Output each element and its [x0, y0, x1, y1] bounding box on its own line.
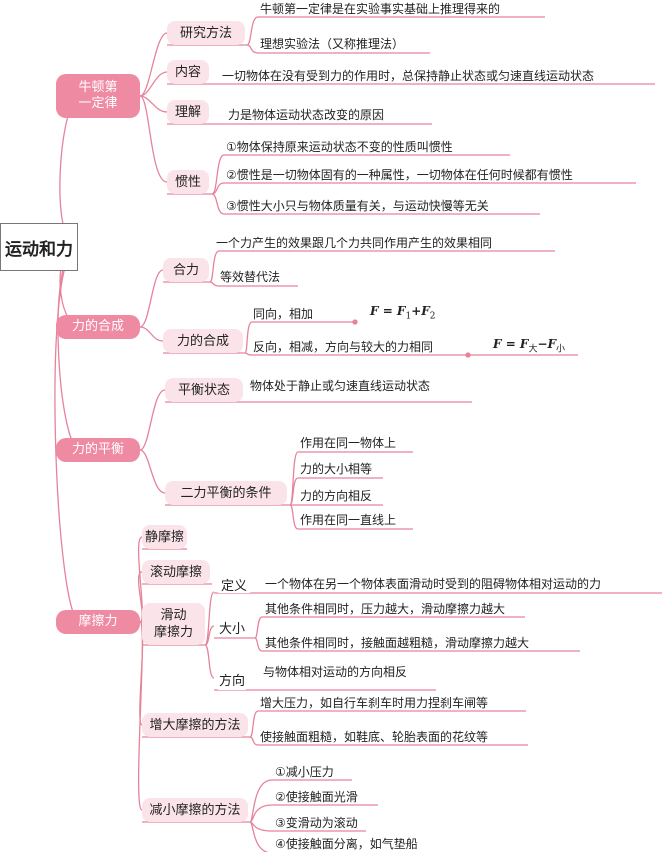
- node-research-method: 研究方法: [167, 21, 245, 45]
- root-topic: 运动和力: [0, 223, 78, 271]
- node-increase-friction: 增大摩擦的方法: [142, 713, 248, 737]
- formula-opp-sub1: 大: [528, 344, 538, 355]
- branch-force-composition: 力的合成: [56, 315, 140, 339]
- leaf-resultant-1: 一个力产生的效果跟几个力共同作用产生的效果相同: [216, 236, 493, 250]
- leaf-research-method-1: 牛顿第一定律是在实验事实基础上推理得来的: [260, 2, 501, 16]
- node-sliding-label-line2: 摩擦力: [153, 625, 193, 640]
- formula-same-sub2: 2: [429, 311, 436, 322]
- formula-opp-lhs: F = F: [493, 337, 529, 351]
- node-decrease-friction: 减小摩擦的方法: [142, 798, 248, 822]
- branch-force-balance: 力的平衡: [56, 438, 140, 462]
- leaf-sliding-direction: 与物体相对运动的方向相反: [263, 665, 408, 679]
- branch-newton-first-law: 牛顿第 一定律: [56, 74, 140, 118]
- node-sliding-label-line1: 滑动: [160, 608, 187, 623]
- leaf-decrease-4: ④使接触面分离，如气垫船: [275, 837, 418, 851]
- node-content: 内容: [167, 60, 209, 84]
- leaf-magnitude-1: 其他条件相同时，压力越大，滑动摩擦力越大: [265, 602, 506, 616]
- leaf-sliding-definition: 一个物体在另一个物体表面滑动时受到的阻碍物体相对运动的力: [265, 577, 602, 591]
- node-balance-state: 平衡状态: [165, 378, 243, 402]
- branch-newton-label-line1: 牛顿第: [78, 80, 118, 95]
- formula-same-mid: +F: [411, 304, 430, 318]
- leaf-resultant-2: 等效替代法: [220, 270, 281, 284]
- leaf-inertia-3: ③惯性大小只与物体质量有关，与运动快慢等无关: [226, 199, 489, 213]
- leaf-condition-4: 作用在同一直线上: [300, 513, 397, 527]
- node-balance-conditions: 二力平衡的条件: [165, 481, 287, 505]
- leaf-decrease-1: ①减小压力: [275, 765, 334, 779]
- leaf-understanding: 力是物体运动状态改变的原因: [228, 108, 385, 122]
- node-understanding: 理解: [167, 100, 209, 124]
- node-sliding-friction: 滑动 摩擦力: [142, 603, 205, 645]
- leaf-balance-state: 物体处于静止或匀速直线运动状态: [250, 379, 431, 393]
- node-rolling-friction: 滚动摩擦: [142, 560, 210, 584]
- formula-same-sub1: 1: [405, 311, 412, 322]
- formula-opposite-direction: F = F大−F小: [493, 337, 565, 354]
- leaf-inertia-1: ①物体保持原来运动状态不变的性质叫惯性: [226, 140, 453, 154]
- node-sliding-magnitude: 大小: [214, 618, 250, 637]
- leaf-content: 一切物体在没有受到力的作用时，总保持静止状态或匀速直线运动状态: [222, 69, 595, 83]
- leaf-decrease-3: ③变滑动为滚动: [275, 816, 358, 830]
- formula-same-lhs: F = F: [370, 304, 406, 318]
- node-inertia: 惯性: [167, 170, 209, 194]
- leaf-decrease-2: ②使接触面光滑: [275, 790, 358, 804]
- node-sliding-direction: 方向: [214, 668, 250, 690]
- formula-opp-sub2: 小: [556, 344, 566, 355]
- leaf-condition-1: 作用在同一物体上: [300, 436, 397, 450]
- leaf-opposite-direction: 反向，相减，方向与较大的力相同: [253, 340, 434, 354]
- leaf-magnitude-2: 其他条件相同时，接触面越粗糙，滑动摩擦力越大: [265, 636, 530, 650]
- branch-newton-label-line2: 一定律: [78, 96, 118, 111]
- leaf-condition-3: 力的方向相反: [300, 489, 373, 503]
- leaf-research-method-2: 理想实验法（又称推理法）: [260, 37, 405, 51]
- node-resultant-force: 合力: [163, 258, 209, 282]
- leaf-increase-2: 使接触面粗糙，如鞋底、轮胎表面的花纹等: [260, 730, 489, 744]
- formula-same-direction: F = F1+F2: [370, 304, 436, 321]
- node-sliding-definition: 定义: [214, 575, 254, 594]
- leaf-condition-2: 力的大小相等: [300, 462, 373, 476]
- leaf-inertia-2: ②惯性是一切物体固有的一种属性，一切物体在任何时候都有惯性: [226, 168, 573, 182]
- node-static-friction: 静摩擦: [142, 525, 187, 549]
- formula-opp-mid: −F: [537, 337, 557, 351]
- leaf-same-direction: 同向，相加: [253, 307, 314, 321]
- leaf-increase-1: 增大压力，如自行车刹车时用力捏刹车闸等: [260, 696, 489, 710]
- node-force-composition: 力的合成: [163, 329, 243, 353]
- branch-friction: 摩擦力: [56, 610, 140, 634]
